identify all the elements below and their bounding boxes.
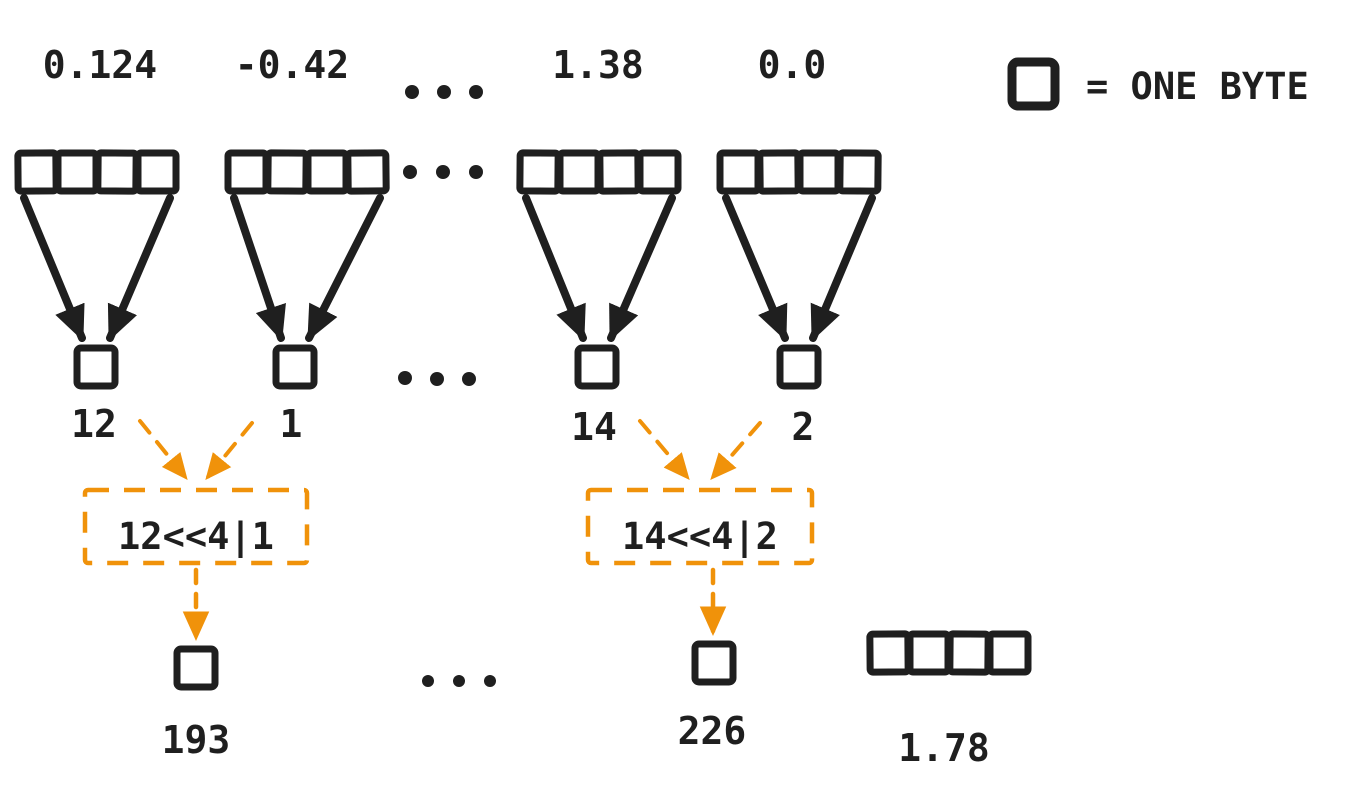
scale-factor-group: 1.78 [866,630,1032,770]
pack-group-2: 14<<4|2 226 [585,419,815,753]
packed-byte-value: 226 [678,709,747,753]
float-byte-row [716,149,882,195]
ellipsis-dot [469,85,483,99]
quantized-value-label: 12 [71,402,117,446]
nibble-box [73,344,119,390]
byte-cell [264,149,310,195]
ellipsis-packed-bytes [422,675,496,687]
quant-group-1: 0.124 12 [14,43,180,446]
ellipsis-dot [398,371,412,385]
byte-cell [516,149,562,195]
ellipsis-nibbles [398,371,476,386]
byte-cell [596,149,642,195]
quantize-arrow [522,194,587,342]
packed-byte-value: 193 [162,718,231,762]
scale-factor-value: 1.78 [898,726,990,770]
byte-cell [344,149,390,195]
byte-cell [866,630,912,676]
packed-byte-box [691,640,737,686]
float-byte-row [224,149,390,195]
ellipsis-byte-rows [403,165,483,179]
byte-cell [636,149,682,195]
float-byte-row [516,149,682,195]
ellipsis-dot [403,165,417,179]
byte-cell [556,149,602,195]
byte-cell [134,149,180,195]
pack-group-1: 12<<4|1 193 [82,419,310,762]
ellipsis-dot [405,85,419,99]
quantized-value-label: 2 [792,405,815,449]
quant-group-2: -0.42 1 [224,43,390,446]
scale-byte-row [866,630,1032,676]
ellipsis-dot [437,85,451,99]
ellipsis-dot [436,165,450,179]
pack-expression-box [585,487,815,566]
ellipsis-dot [469,165,483,179]
byte-legend-icon [1007,57,1060,111]
legend-label: = ONE BYTE [1086,65,1309,108]
quantize-arrow [809,194,876,342]
pack-arrow [205,421,254,481]
float-value-label: 0.124 [43,43,157,87]
byte-cell [906,630,952,676]
ellipsis-dot [422,675,434,687]
byte-cell [14,149,60,195]
pack-arrow [638,419,690,481]
byte-cell [304,149,350,195]
ellipsis-floats [405,85,483,99]
ellipsis-dot [484,675,496,687]
quant-group-3: 1.38 14 [516,43,682,449]
pack-expression: 14<<4|2 [622,515,778,558]
float-value-label: 1.38 [552,43,644,87]
quant-group-4: 0.0 2 [716,43,882,449]
quantize-arrow [305,194,384,342]
legend: = ONE BYTE [1007,57,1309,111]
byte-cell [986,630,1032,676]
pack-arrow [710,421,762,480]
byte-cell [946,630,992,676]
ellipsis-dot [430,372,444,386]
quantize-arrow [20,194,86,342]
pack-arrow [138,419,188,481]
quantize-arrow [106,194,174,342]
pack-expression: 12<<4|1 [118,515,274,558]
byte-cell [94,149,140,195]
quantize-arrow [722,194,789,342]
byte-cell [756,149,802,195]
quantized-value-label: 14 [571,405,617,449]
byte-cell [796,149,842,195]
quantized-value-label: 1 [280,402,303,446]
float-byte-row [14,149,180,195]
byte-cell [836,149,882,195]
float-value-label: -0.42 [235,43,349,87]
nibble-box [776,344,822,390]
quantize-arrow [230,194,286,342]
float-value-label: 0.0 [758,43,827,87]
nibble-box [272,344,318,390]
byte-cell [716,149,762,195]
quantize-arrow [607,194,676,342]
byte-cell [224,149,270,195]
pack-expression-box [82,487,310,566]
ellipsis-dot [453,675,465,687]
nibble-box [574,344,620,390]
packed-byte-box [173,645,219,691]
ellipsis-dot [462,372,476,386]
byte-cell [54,149,100,195]
